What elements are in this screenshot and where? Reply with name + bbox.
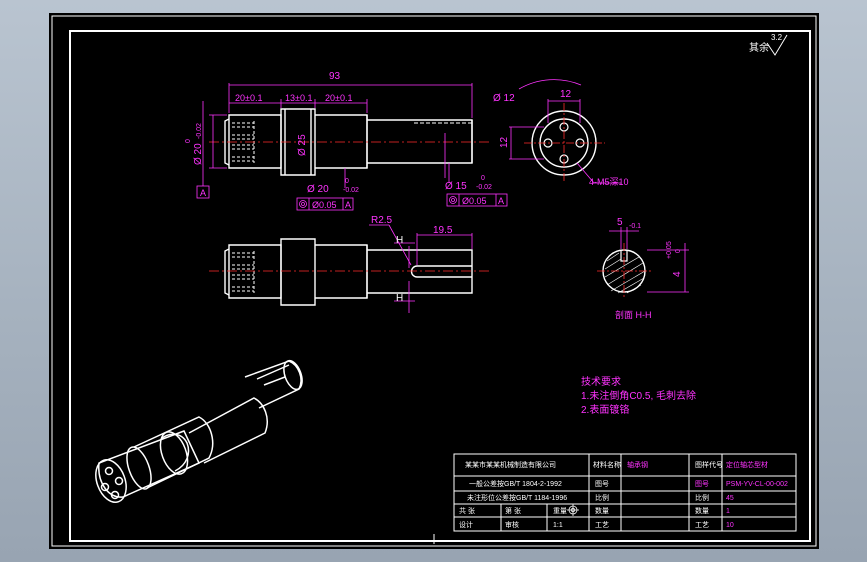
notes-line2: 2.表面镀铬	[581, 403, 629, 416]
dim-end-tol-lower: -0.02	[476, 184, 492, 191]
dim-neck-tol-lower: -0.02	[343, 187, 359, 194]
dim-overall-length: 93	[329, 71, 341, 82]
main-view	[209, 108, 489, 176]
tb-scale-label: 重量	[553, 507, 567, 515]
notes-line1: 1.未注倒角C0.5, 毛刺去除	[581, 389, 696, 402]
dim-end-width: 12	[560, 89, 572, 100]
tb-row3-label-2: 比例	[695, 493, 709, 502]
tb-row5-label: 工艺	[595, 521, 609, 529]
section-mark-top: H	[396, 235, 403, 246]
dim-end-tol-upper: 0	[481, 175, 485, 182]
section-view	[597, 243, 653, 299]
datum-box-label: A	[200, 188, 206, 198]
dim-left-dia: Ø 20	[193, 143, 204, 165]
title-block	[453, 453, 797, 532]
dim-seg3: 20±0.1	[325, 93, 352, 103]
tb-material-label: 材料名称	[593, 460, 621, 469]
tb-row5-label-2: 工艺	[695, 521, 709, 529]
tb-row3-value: 45	[726, 495, 734, 502]
tb-code: PSM-YV-CL-00-002	[726, 481, 788, 488]
tb-company: 某某市某某机械制造有限公司	[465, 460, 556, 469]
dim-end-dia: Ø 15	[445, 181, 467, 192]
tb-sheet-of: 第 张	[505, 506, 521, 515]
dim-section-width: 5	[617, 217, 623, 228]
tb-checker: 审核	[505, 520, 519, 529]
dim-neck-tol-upper: 0	[345, 178, 349, 185]
tb-designer: 设计	[459, 520, 473, 529]
dim-section-width-tol: -0.1	[629, 223, 641, 230]
dim-pcd: Ø 12	[493, 93, 515, 104]
roughness-symbol	[766, 34, 788, 56]
lower-view	[209, 238, 489, 306]
tb-material: 轴承钢	[627, 460, 648, 469]
runout-2-datum: A	[498, 196, 504, 206]
tb-std1: 一般公差按GB/T 1804-2-1992	[469, 479, 562, 488]
tb-std2: 未注形位公差按GB/T 1184-1996	[467, 493, 567, 502]
tb-sheet-label: 共 张	[459, 506, 475, 515]
tb-row4-label-2: 数量	[695, 506, 709, 515]
end-view-dimensions	[509, 79, 621, 184]
tb-drawing-no-label: 图样代号	[695, 460, 723, 469]
section-dimensions	[609, 227, 689, 293]
dim-seg2: 13±0.1	[285, 93, 312, 103]
dim-neck-dia: Ø 20	[307, 184, 329, 195]
lower-view-dimensions	[369, 224, 473, 313]
main-view-dimensions	[196, 83, 508, 211]
tb-part-name: 定位轴芯型材	[726, 460, 768, 469]
drawing-sheet[interactable]: 其余 3.2	[49, 13, 819, 549]
dim-section-depth-tol-upper: +0.05	[666, 241, 673, 259]
runout-1-datum: A	[345, 200, 351, 210]
roughness-value: 3.2	[771, 33, 783, 42]
inner-border	[69, 30, 811, 542]
runout-2: Ø0.05	[462, 196, 487, 206]
tb-row4-label: 数量	[595, 506, 609, 515]
tb-code-label: 图号	[595, 480, 609, 488]
section-mark-bottom: H	[396, 293, 403, 304]
roughness-label: 其余	[749, 41, 769, 54]
tb-row4-value: 1	[726, 508, 730, 515]
outer-border	[51, 15, 817, 547]
dim-left-tol2: -0.02	[196, 123, 203, 139]
isometric-view	[95, 359, 303, 503]
runout-1: Ø0.05	[312, 200, 337, 210]
dim-holes: 4-M5深10	[589, 177, 629, 187]
drawing-canvas: 其余 3.2	[51, 15, 817, 547]
tb-row5-value: 10	[726, 522, 734, 529]
section-label: 剖面 H-H	[615, 309, 652, 320]
dim-seg1: 20±0.1	[235, 93, 262, 103]
dim-section-depth-tol-lower: 0	[675, 249, 682, 253]
dim-left-tol: 0	[185, 139, 192, 143]
runout-symbols	[299, 196, 457, 208]
tb-code-label-2: 图号	[695, 480, 709, 488]
notes-title: 技术要求	[581, 375, 621, 388]
projection-symbol-icon	[567, 504, 579, 516]
dim-collar-dia: Ø 25	[297, 134, 308, 156]
dim-key-length: 19.5	[433, 225, 453, 236]
tb-row3-label: 比例	[595, 493, 609, 502]
dim-fillet: R2.5	[371, 215, 393, 226]
tb-scale-value: 1:1	[553, 522, 563, 529]
dim-end-height: 12	[499, 136, 510, 148]
dim-section-depth: 4	[672, 271, 683, 277]
end-view-centerlines	[524, 103, 605, 183]
